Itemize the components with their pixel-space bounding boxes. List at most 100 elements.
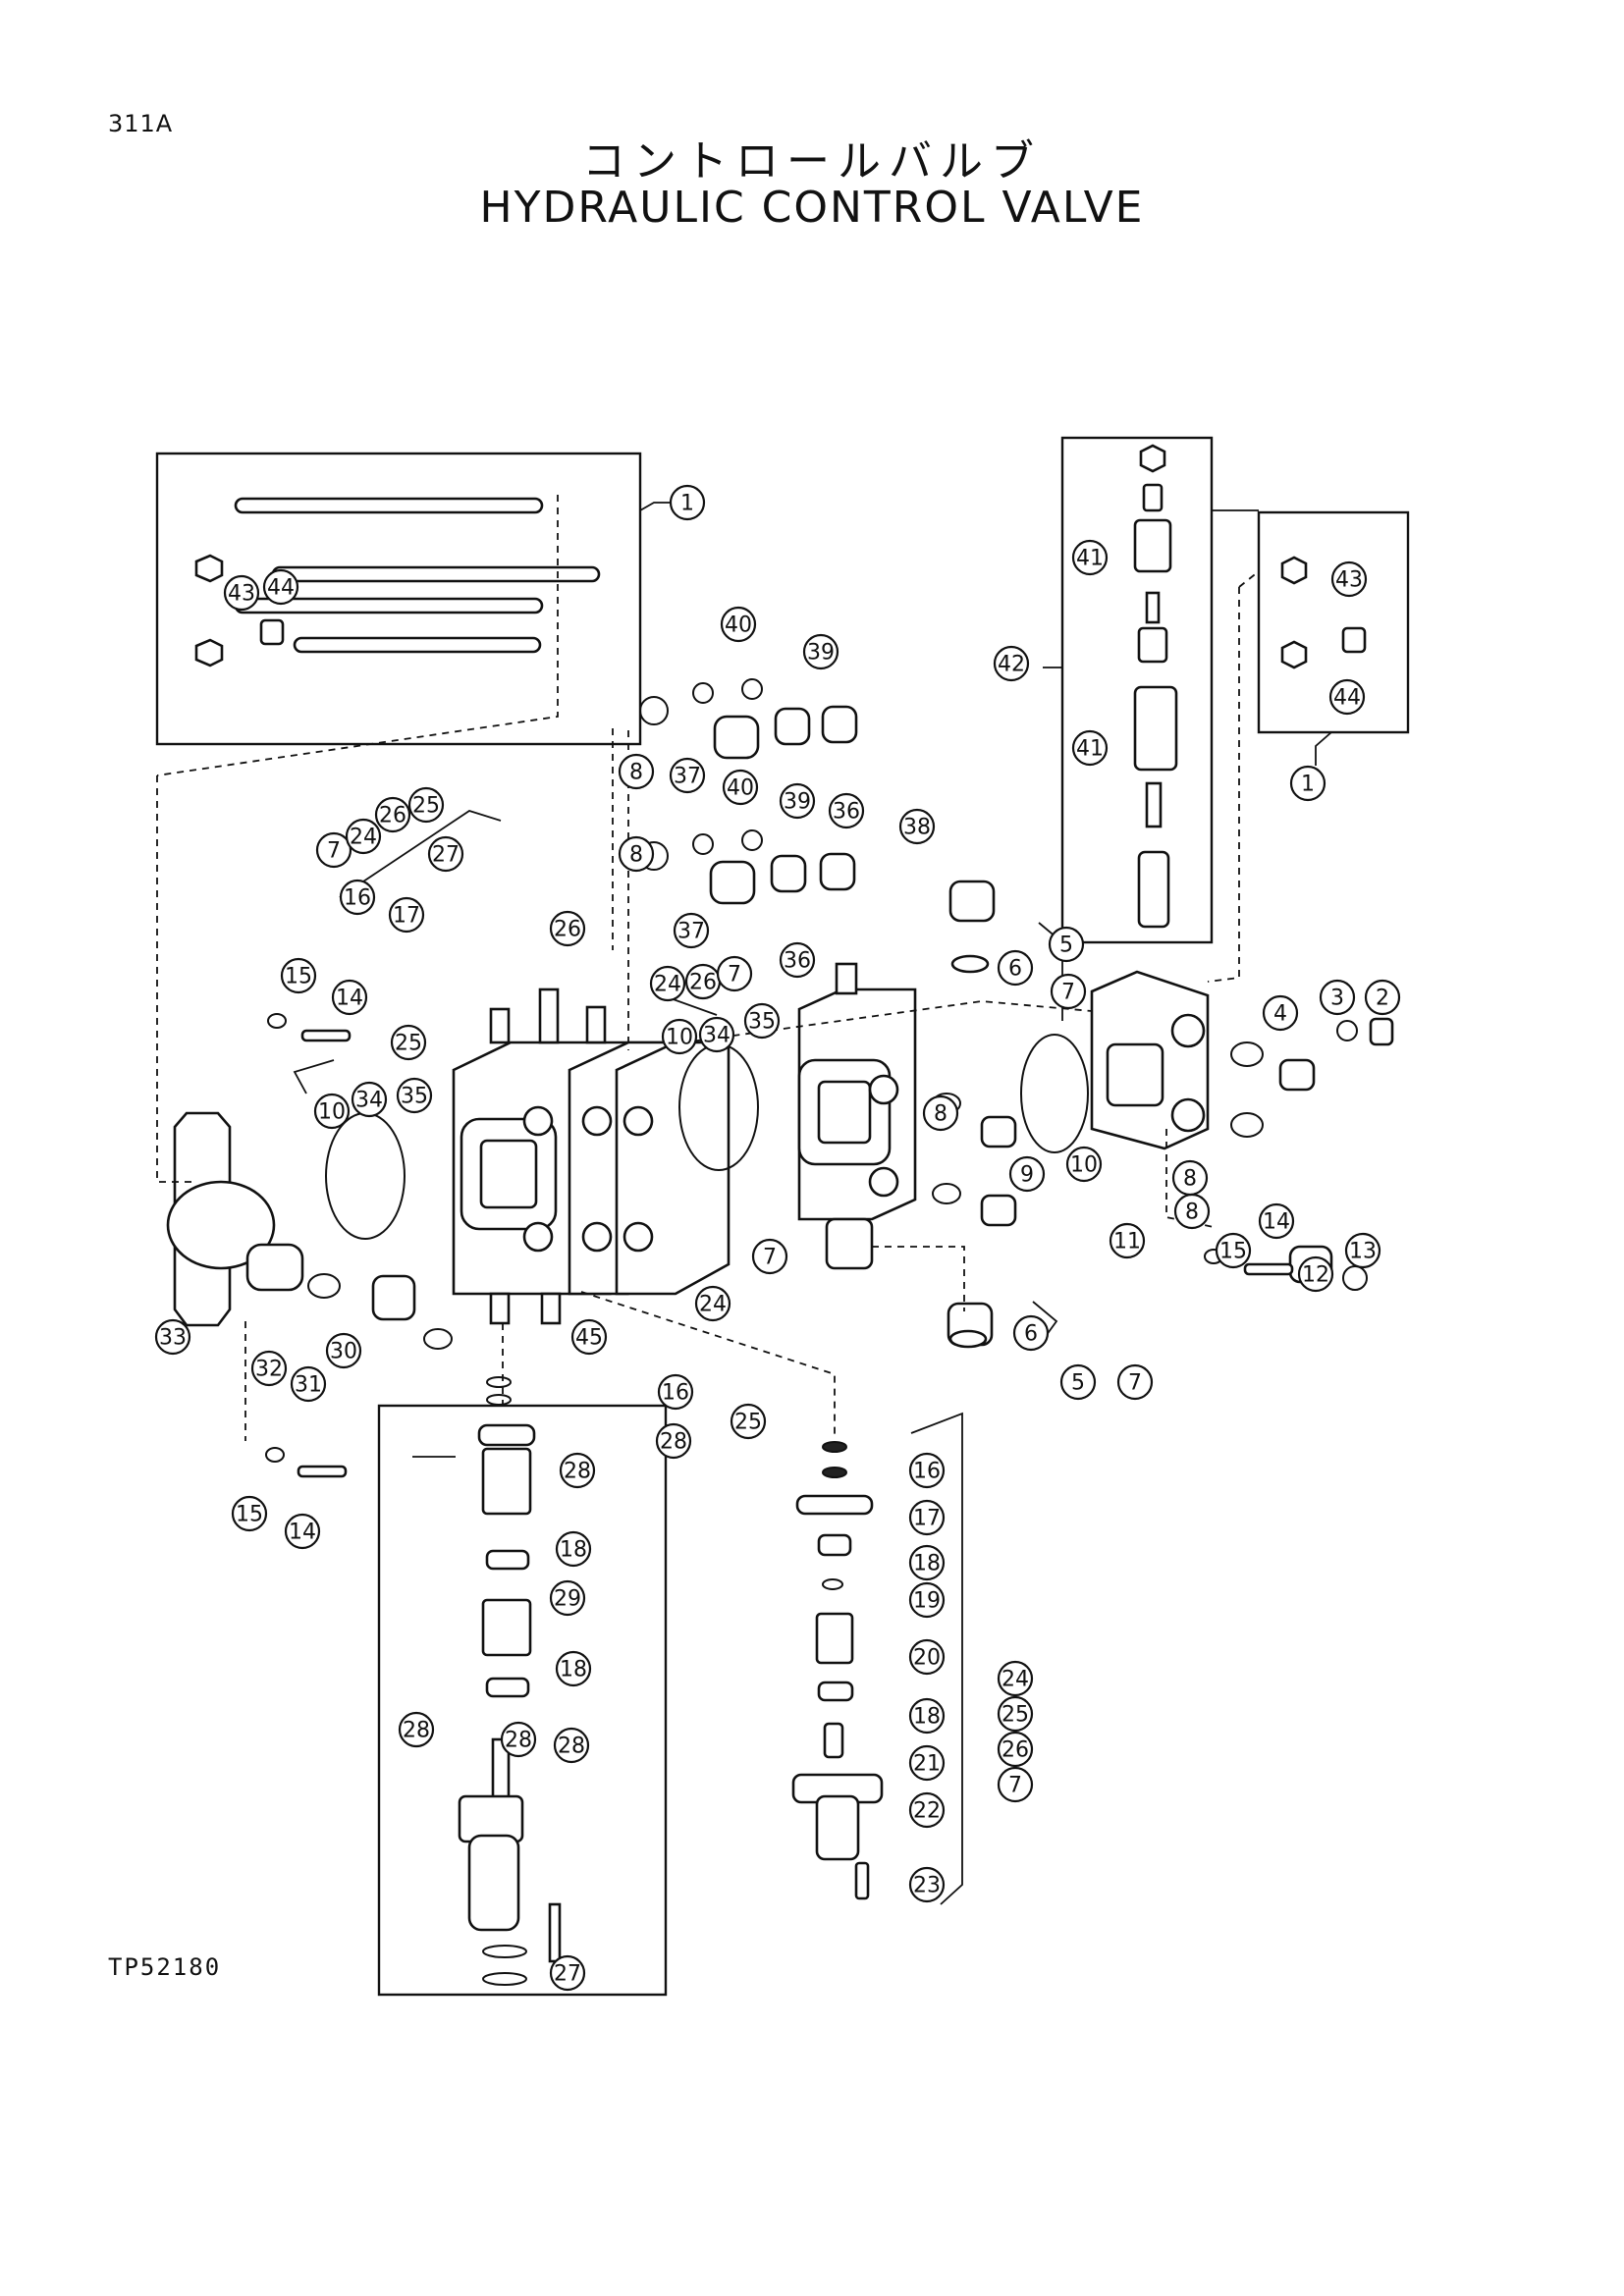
callout-34: 34 [351, 1081, 388, 1118]
callout-40: 40 [720, 606, 757, 643]
section-spool-parts [791, 1441, 884, 1900]
callout-5: 5 [1059, 1363, 1097, 1401]
callout-14: 14 [1258, 1202, 1295, 1240]
callout-label: 25 [412, 794, 440, 819]
kit-nuts [1280, 556, 1367, 669]
callout-label: 13 [1349, 1240, 1377, 1264]
callout-label: 25 [734, 1411, 762, 1435]
callout-26: 26 [374, 796, 411, 833]
callout-24: 24 [997, 1660, 1034, 1697]
callout-10: 10 [1065, 1146, 1103, 1183]
callout-25: 25 [390, 1024, 427, 1061]
callout-6: 6 [1012, 1314, 1050, 1352]
callout-42: 42 [993, 645, 1030, 682]
callout-label: 15 [236, 1503, 263, 1527]
callout-label: 8 [1185, 1201, 1199, 1225]
callout-label: 18 [913, 1552, 941, 1576]
callout-39: 39 [802, 633, 839, 670]
callout-label: 36 [833, 800, 860, 825]
callout-label: 36 [784, 949, 811, 974]
callout-35: 35 [743, 1002, 781, 1040]
callout-28: 28 [559, 1452, 596, 1489]
callout-16: 16 [339, 879, 376, 916]
callout-label: 12 [1302, 1263, 1329, 1288]
callout-13: 13 [1344, 1232, 1381, 1269]
callout-label: 14 [289, 1521, 316, 1545]
callout-label: 33 [159, 1326, 187, 1351]
callout-14: 14 [331, 979, 368, 1016]
callout-label: 8 [934, 1102, 947, 1127]
callout-label: 30 [330, 1340, 357, 1364]
callout-5: 5 [1048, 926, 1085, 963]
callout-44: 44 [262, 568, 299, 606]
callout-7: 7 [716, 955, 753, 992]
callout-label: 9 [1020, 1163, 1034, 1188]
callout-7: 7 [315, 831, 352, 869]
callout-31: 31 [290, 1365, 327, 1403]
callout-6: 6 [997, 949, 1034, 987]
callout-32: 32 [250, 1350, 288, 1387]
callout-label: 10 [666, 1026, 693, 1050]
callout-label: 8 [629, 843, 643, 868]
callout-label: 38 [903, 816, 931, 840]
callout-label: 26 [1001, 1738, 1029, 1763]
callout-label: 27 [432, 843, 460, 868]
callout-27: 27 [427, 835, 464, 873]
callout-18: 18 [555, 1650, 592, 1687]
inlet-cover [166, 1111, 304, 1327]
callout-label: 8 [1183, 1167, 1197, 1192]
callout-label: 15 [1219, 1240, 1247, 1264]
callout-label: 7 [763, 1246, 777, 1270]
callout-label: 37 [674, 765, 701, 789]
callout-28: 28 [553, 1727, 590, 1764]
callout-7: 7 [1050, 973, 1087, 1010]
spool-kit-parts [458, 1376, 562, 1986]
spool-kit-frame [377, 1404, 668, 1997]
callout-label: 24 [654, 973, 681, 997]
callout-20: 20 [908, 1638, 946, 1676]
callout-33: 33 [154, 1318, 191, 1356]
callout-label: 7 [728, 963, 741, 988]
title-english: HYDRAULIC CONTROL VALVE [479, 183, 1145, 233]
callout-label: 14 [336, 987, 363, 1011]
callout-26: 26 [684, 963, 722, 1000]
callout-label: 23 [913, 1874, 941, 1898]
callout-36: 36 [828, 792, 865, 829]
port-fittings [639, 678, 858, 905]
callout-1: 1 [669, 484, 706, 521]
callout-label: 11 [1113, 1230, 1141, 1255]
callout-10: 10 [661, 1018, 698, 1055]
callout-18: 18 [908, 1697, 946, 1735]
callout-label: 45 [575, 1326, 603, 1351]
callout-label: 35 [748, 1010, 776, 1035]
o-ring-right [1020, 1034, 1089, 1153]
callout-28: 28 [500, 1721, 537, 1758]
callout-22: 22 [908, 1791, 946, 1829]
callout-19: 19 [908, 1581, 946, 1619]
relief-valve-kit-frame [1060, 436, 1214, 944]
callout-label: 37 [677, 920, 705, 944]
callout-15: 15 [231, 1495, 268, 1532]
callout-label: 16 [344, 886, 371, 911]
page-code: 311A [108, 110, 174, 137]
callout-label: 28 [505, 1729, 532, 1753]
callout-8: 8 [922, 1095, 959, 1132]
callout-label: 17 [393, 904, 420, 929]
callout-8: 8 [618, 753, 655, 790]
callout-label: 18 [560, 1658, 587, 1682]
tie-rod-kit-frame [155, 452, 642, 746]
callout-label: 16 [662, 1381, 689, 1406]
callout-label: 7 [1128, 1371, 1142, 1396]
callout-label: 34 [355, 1089, 383, 1113]
callout-label: 24 [350, 826, 377, 850]
callout-label: 5 [1059, 934, 1073, 958]
callout-label: 35 [401, 1085, 428, 1109]
callout-10: 10 [313, 1093, 351, 1130]
callout-label: 22 [913, 1799, 941, 1824]
callout-label: 10 [318, 1100, 346, 1125]
callout-label: 10 [1070, 1153, 1098, 1178]
callout-label: 43 [228, 582, 255, 607]
callout-9: 9 [1008, 1155, 1046, 1193]
callout-label: 40 [725, 614, 752, 638]
callout-17: 17 [388, 896, 425, 934]
